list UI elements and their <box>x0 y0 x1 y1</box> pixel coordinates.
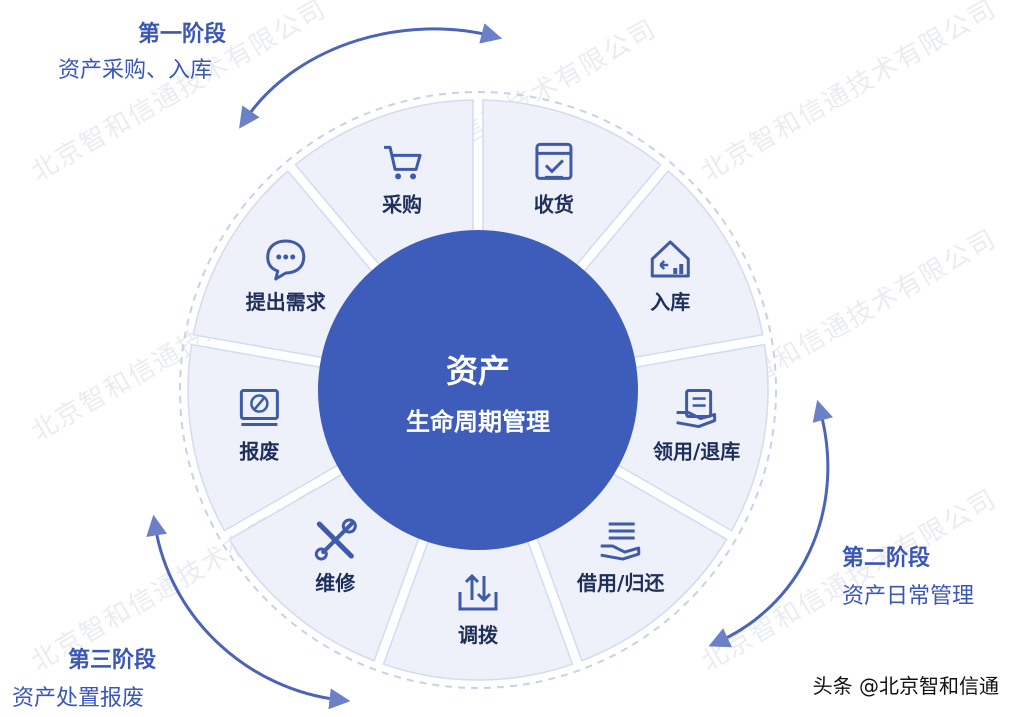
warehouse-icon <box>650 240 690 278</box>
stack-hand-icon <box>600 522 641 561</box>
segment-label: 收货 <box>534 192 574 216</box>
stage-1-arrow <box>239 23 503 129</box>
stage-3-title: 第三阶段 <box>68 648 157 673</box>
stage-2-title: 第二阶段 <box>842 546 931 571</box>
segment-borrow-return: 借用/归还 <box>533 469 728 662</box>
stage-3-arrow <box>146 514 351 710</box>
stage-2-desc: 资产日常管理 <box>842 584 975 609</box>
checklist-box-icon <box>535 142 573 180</box>
segment-request: 提出需求 <box>192 170 378 360</box>
stage-1-desc: 资产采购、入库 <box>58 58 213 83</box>
footer-credit: 头条 @北京智和信通 <box>812 674 999 698</box>
transfer-tray-icon <box>458 573 498 611</box>
center-subtitle: 生命周期管理 <box>406 408 550 436</box>
segment-label: 借用/归还 <box>576 571 665 595</box>
segment-receive: 收货 <box>482 99 662 272</box>
segment-label: 提出需求 <box>246 290 327 314</box>
center-circle <box>318 230 638 550</box>
cart-icon <box>384 145 422 180</box>
segment-label: 领用/退库 <box>653 440 740 464</box>
chat-bubble-icon <box>266 239 306 281</box>
stage-2-arrow <box>708 399 833 648</box>
segment-label: 维修 <box>315 571 356 595</box>
segment-scrap: 报废 <box>187 343 345 532</box>
segment-label: 报废 <box>239 440 279 464</box>
stage-3-desc: 资产处置报废 <box>12 686 145 711</box>
segment-label: 调拨 <box>458 623 499 647</box>
segment-label: 采购 <box>382 192 422 216</box>
stage-1-title: 第一阶段 <box>138 22 227 47</box>
segment-transfer: 调拨 <box>382 533 574 681</box>
segment-label: 入库 <box>650 290 690 314</box>
scrap-screen-icon <box>239 389 279 427</box>
outer-dashed-ring <box>179 91 777 689</box>
center-title: 资产 <box>446 352 510 390</box>
